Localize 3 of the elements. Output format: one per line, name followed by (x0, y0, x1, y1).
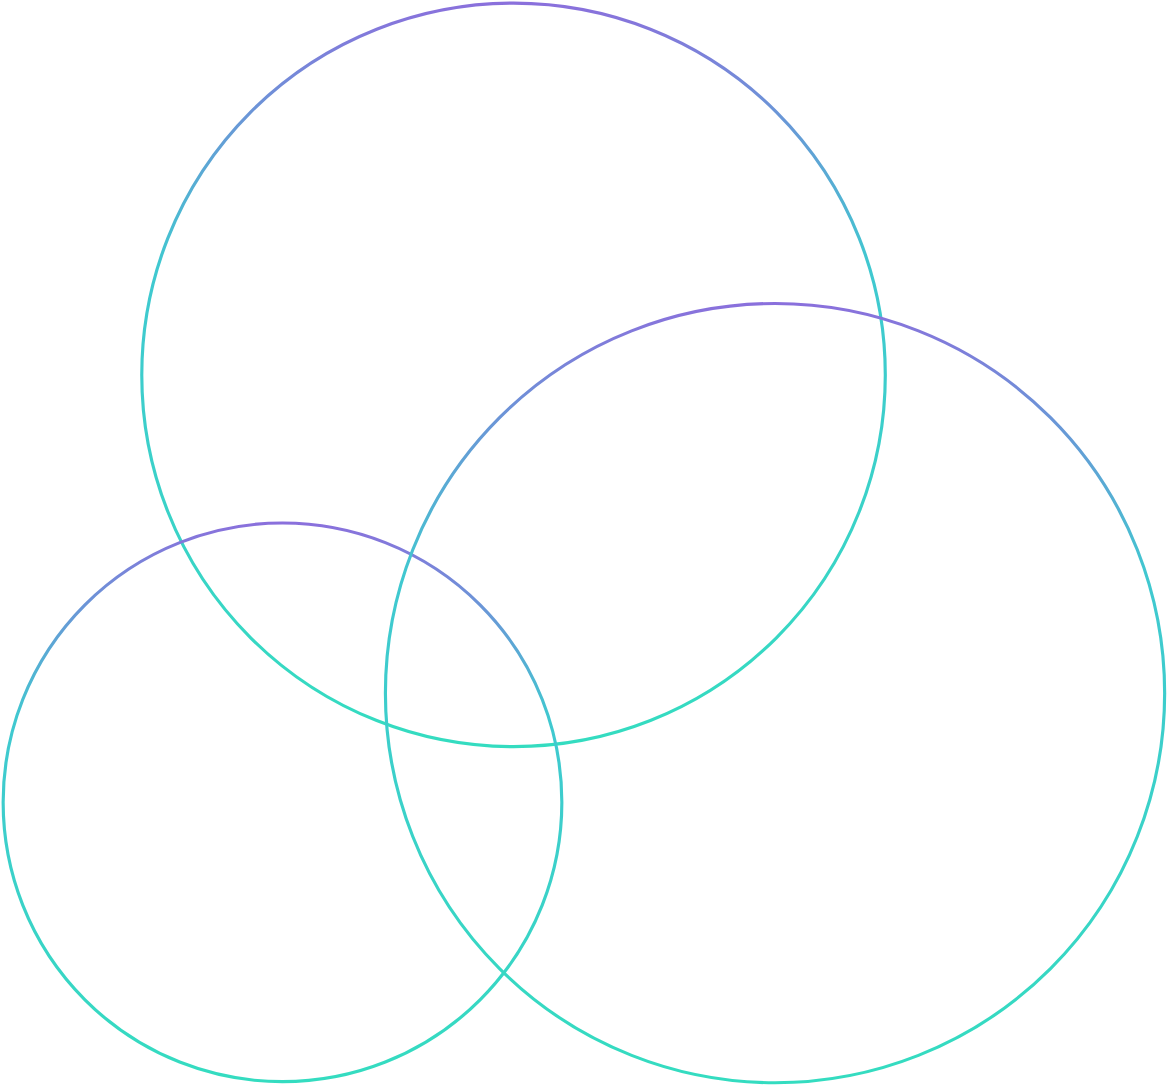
circle-outline (383, 301, 1167, 1085)
circle-outline (1, 521, 564, 1084)
circle-outline (140, 1, 887, 749)
